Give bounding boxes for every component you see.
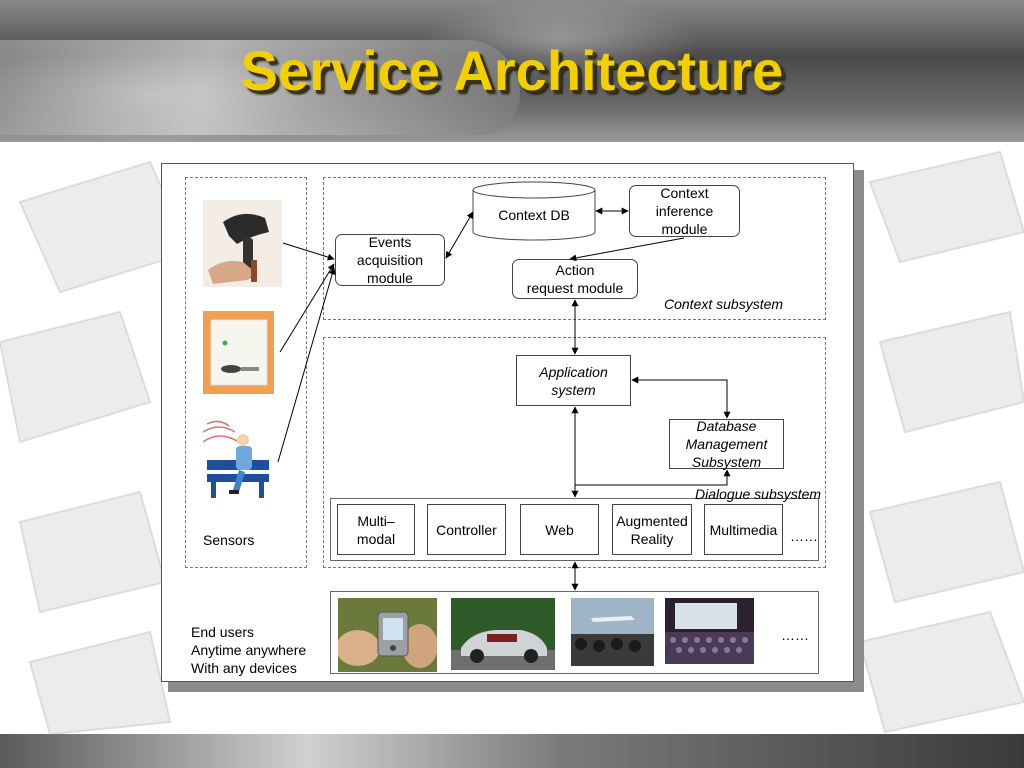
theater-photo	[665, 598, 754, 664]
action-request-module-label: Action request module	[526, 262, 624, 296]
events-acquisition-module-label: Events acquisition module	[356, 234, 424, 286]
context-inference-module-label: Context inference module	[655, 185, 714, 237]
rfid-reader-icon	[203, 311, 274, 394]
augmented-reality-box: Augmented Reality	[612, 504, 692, 555]
multimodal-label: Multi– modal	[356, 512, 396, 547]
banner-hand-image	[0, 40, 520, 135]
controller-label: Controller	[436, 521, 497, 538]
components-ellipsis: ……	[790, 528, 818, 544]
context-subsystem-label: Context subsystem	[664, 296, 784, 312]
events-acquisition-module: Events acquisition module	[335, 234, 445, 286]
sensors-label: Sensors	[203, 532, 255, 548]
web-box: Web	[520, 504, 599, 555]
dialogue-subsystem-label: Dialogue subsystem	[695, 486, 822, 502]
airport-audience-photo	[571, 598, 654, 666]
application-system-box: Application system	[516, 355, 631, 406]
multimodal-box: Multi– modal	[337, 504, 415, 555]
multimedia-label: Multimedia	[709, 521, 778, 538]
augmented-reality-label: Augmented Reality	[616, 512, 688, 547]
end-users-line-3: With any devices	[191, 660, 297, 676]
context-inference-module: Context inference module	[629, 185, 740, 237]
controller-box: Controller	[427, 504, 506, 555]
person-on-bench-icon	[203, 420, 271, 500]
end-users-line-1: End users	[191, 624, 255, 640]
application-system-label: Application system	[539, 363, 608, 398]
multimedia-box: Multimedia	[704, 504, 783, 555]
end-users-line-2: Anytime anywhere	[191, 642, 307, 658]
end-users-ellipsis: ……	[781, 627, 809, 643]
barcode-scanner-icon	[203, 200, 282, 287]
dbms-label: Database Management Subsystem	[685, 418, 768, 470]
action-request-module: Action request module	[512, 259, 638, 299]
slide-title: Service Architecture	[240, 39, 784, 102]
title-banner	[0, 0, 1024, 142]
pda-photo	[338, 598, 437, 672]
bottom-band	[0, 734, 1024, 768]
dbms-box: Database Management Subsystem	[669, 418, 784, 470]
car-photo	[451, 598, 555, 670]
background-keyboard-image	[0, 150, 1024, 734]
context-db-label: Context DB	[498, 207, 570, 223]
web-label: Web	[545, 521, 574, 538]
